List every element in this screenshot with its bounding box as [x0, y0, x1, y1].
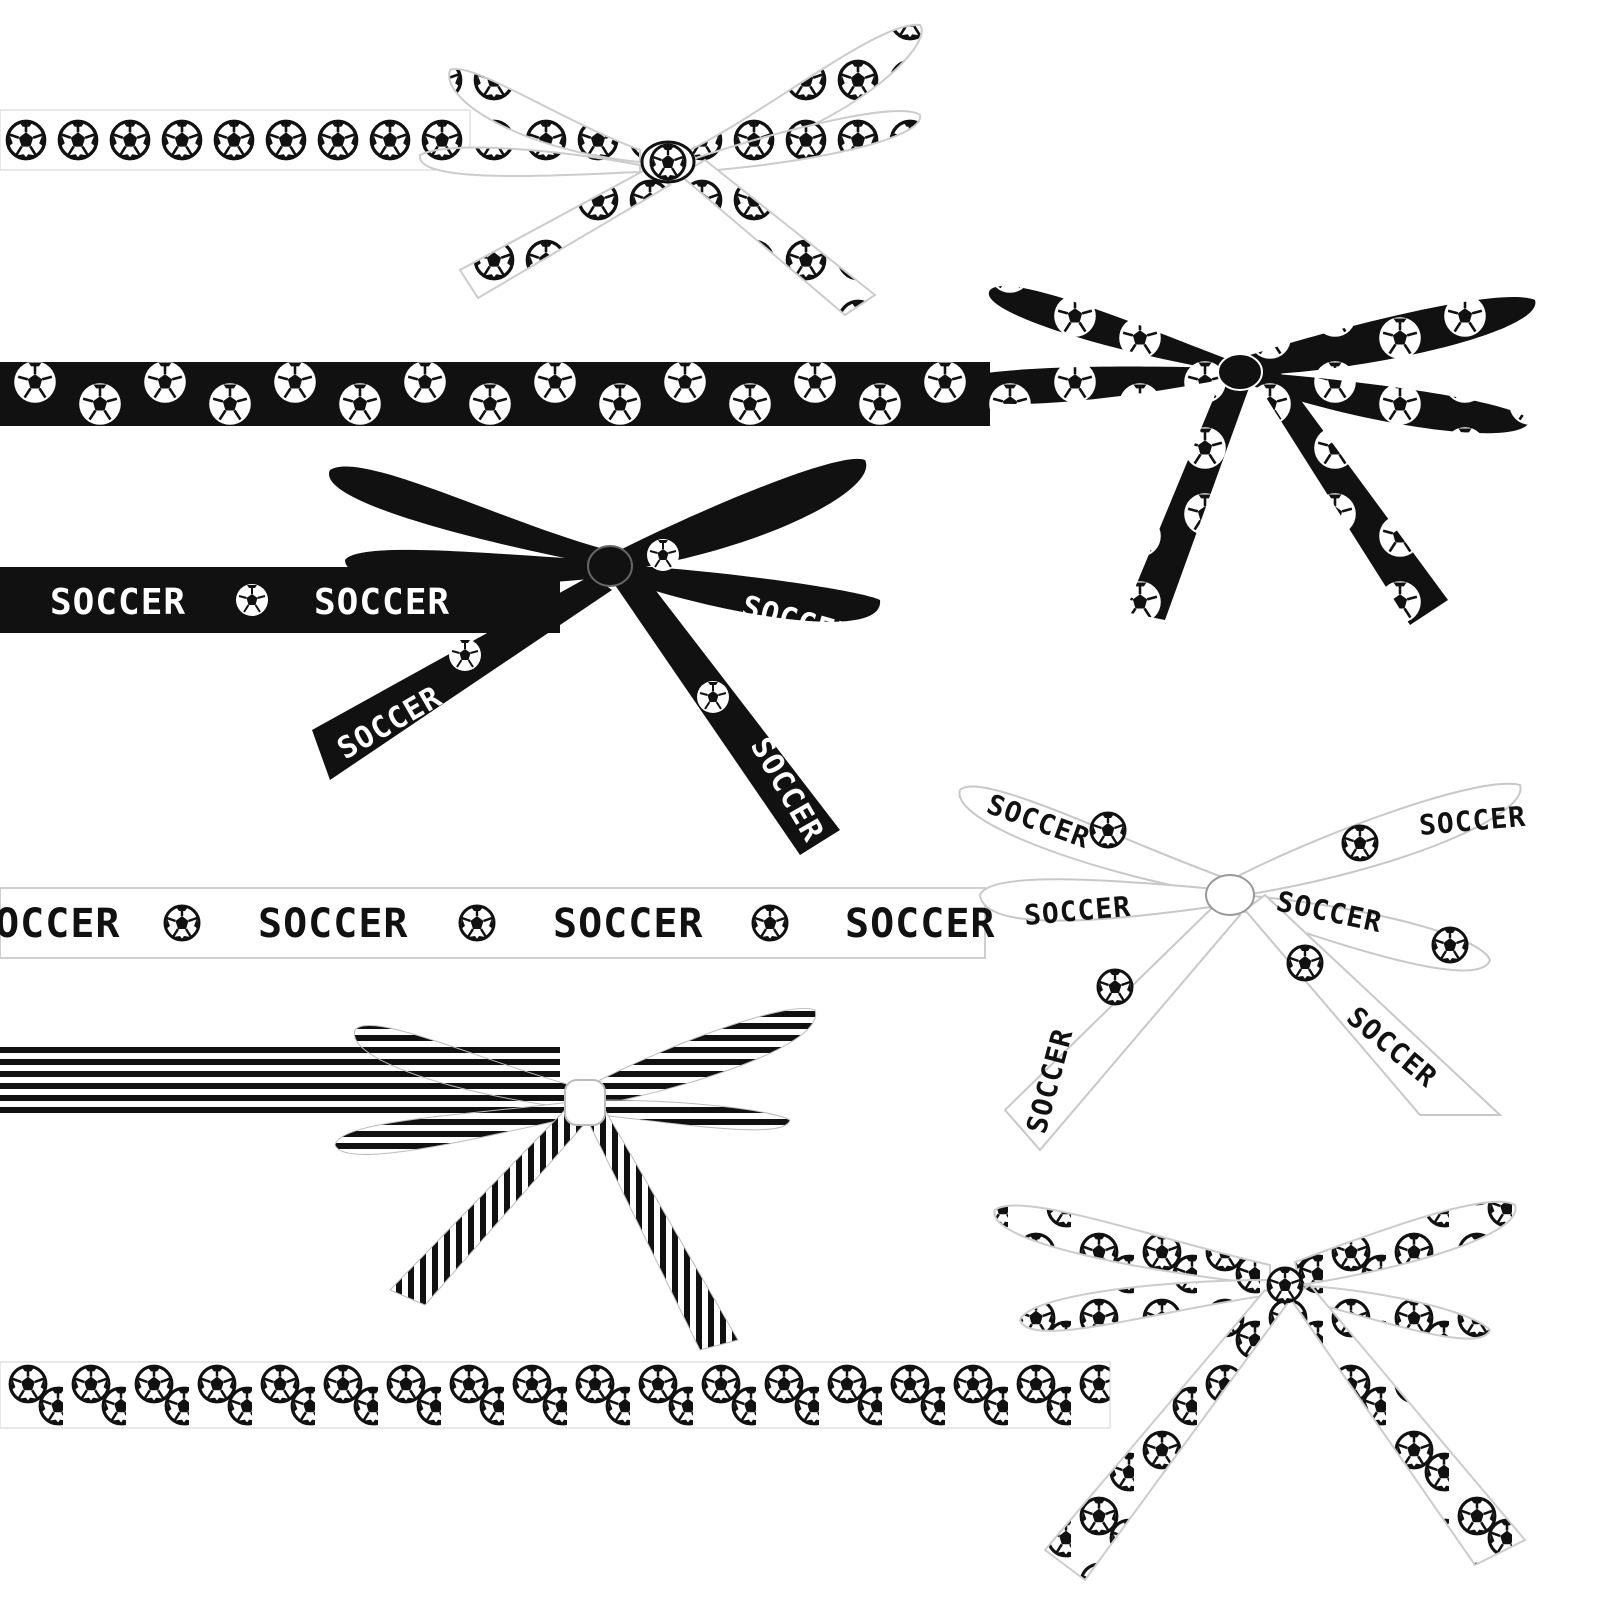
soccer-ball-icon [163, 904, 201, 942]
bow-knot [1217, 353, 1263, 391]
bow-loop-right [620, 458, 867, 570]
bow-loop-right [1238, 782, 1522, 897]
bow-loop-left [988, 286, 1230, 372]
ribbon-print-text: SOCCER [314, 582, 450, 623]
bow-loop-right [1250, 297, 1536, 375]
bow-loop-left-lower [978, 878, 1226, 922]
soccer-ball-icon [1286, 944, 1324, 982]
ribbon-print-text: SOCCER [258, 901, 409, 947]
bow-loop-right [599, 1007, 817, 1106]
bow-tail-right [678, 158, 877, 317]
bow-loop-left [328, 466, 600, 565]
bow-loop-right-lower [1239, 893, 1492, 972]
ribbon-print-text: SOCCER [0, 901, 121, 947]
bow-tail-left [1125, 378, 1250, 620]
soccer-ball-icon [649, 143, 687, 181]
ribbon-print-text: SOCCER [845, 901, 996, 947]
soccer-ball-icon [646, 538, 680, 572]
bow-loop-right-lower [1250, 372, 1530, 434]
bow-loop-right-lower [689, 110, 922, 174]
bow-tail-left [458, 168, 672, 300]
bow [993, 1200, 1527, 1582]
bow-loop-right [1293, 1200, 1517, 1287]
bow-loop-right-lower [620, 565, 881, 622]
bow-loop-left-lower [418, 146, 641, 178]
bow-tail-left [312, 575, 612, 780]
ribbon-white-soccer-ball [0, 23, 923, 317]
bow-loop-left [993, 1204, 1271, 1287]
soccer-ball-icon [448, 638, 482, 672]
bow-knot [564, 1079, 606, 1126]
bow [334, 1007, 817, 1351]
soccer-ball-icon [696, 680, 730, 714]
bow-tail-right [584, 1109, 739, 1351]
bow: SOCCER SOCCER SOCCER SOCCER SOCCER SOCCE… [958, 782, 1527, 1152]
bow-knot [587, 545, 633, 587]
ribbon-print-text: SOCCER [553, 901, 704, 947]
ribbon-black-white-stripe [0, 1007, 817, 1351]
soccer-ball-icon [1096, 968, 1134, 1006]
soccer-ball-icon [1431, 926, 1469, 964]
bow-loop-left-lower [950, 366, 1230, 404]
ribbon-black-soccer-text: SOCCER SOCCER SOCCER SOCCER SOCCER [0, 458, 881, 855]
soccer-ball-icon [458, 904, 496, 942]
bow: SOCCER SOCCER SOCCER [312, 458, 881, 855]
bow-tail-right [615, 570, 840, 855]
bow [418, 23, 923, 317]
soccer-ball-icon [235, 583, 269, 617]
bow-tail-left [1043, 1288, 1292, 1582]
ribbon-print-text: SOCCER [50, 582, 186, 623]
bow-loop-right-lower [1294, 1283, 1492, 1340]
soccer-ball-icon [1266, 1266, 1304, 1304]
bow-loop-left-lower [1018, 1278, 1271, 1332]
soccer-ball-icon [1341, 824, 1379, 862]
bow-tail-right [1288, 1283, 1527, 1567]
bow-loop-right-lower [599, 1099, 791, 1131]
bow-loop-left-lower [345, 549, 600, 586]
soccer-ball-icon [751, 904, 789, 942]
bow-loop-left [448, 67, 641, 164]
bow-loop-left [354, 1025, 571, 1109]
ribbon-black-soccer-ball [0, 286, 1536, 625]
ribbon-strip [0, 362, 990, 426]
ribbon-strip [0, 109, 471, 171]
soccer-ball-icon [1089, 811, 1127, 849]
bow [950, 286, 1536, 625]
ribbon-strip [0, 1361, 1111, 1429]
bow-knot [1205, 874, 1255, 916]
ribbon-white-soccer-ball-outline [0, 1200, 1527, 1582]
bow-loop-left-lower [334, 1101, 571, 1155]
ribbon-white-soccer-text: SOCCER SOCCER SOCCER SOCCER SOCCER SOCCE… [0, 782, 1527, 1152]
bow-tail-right [1255, 372, 1448, 625]
